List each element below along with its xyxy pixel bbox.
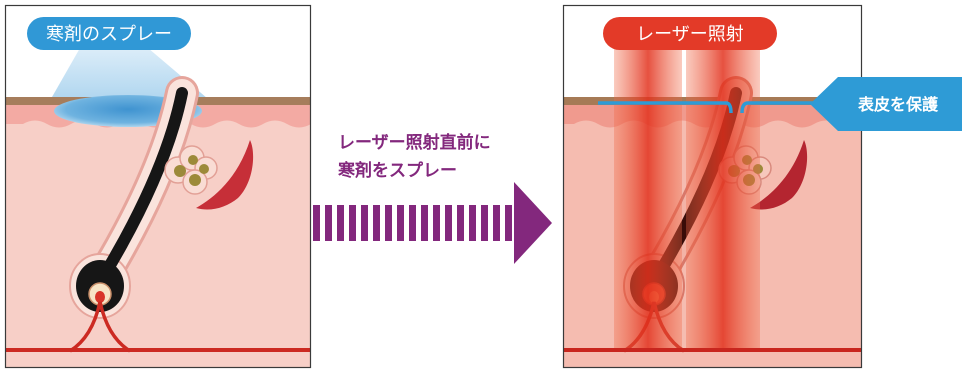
protection-callout: 表皮を保護	[810, 77, 962, 131]
epidermis-protection-line	[598, 101, 815, 114]
arrector-pili-muscle	[750, 140, 808, 210]
spray-label-pill	[27, 17, 191, 50]
protection-callout-text: 表皮を保護	[857, 95, 939, 114]
left-panel-border	[4, 4, 312, 369]
spray-label: 寒剤のスプレー	[27, 17, 191, 50]
laser-label: レーザー照射	[603, 17, 777, 50]
transition-caption-line1: レーザー照射直前に	[338, 132, 491, 153]
right-panel-border	[562, 4, 863, 369]
spray-label-text: 寒剤のスプレー	[46, 24, 172, 45]
transition-caption-line2: 寒剤をスプレー	[338, 160, 457, 181]
arrow-head	[514, 182, 552, 264]
papilla-core	[95, 291, 105, 303]
hair-follicle	[69, 76, 199, 319]
arrector-pili-muscle	[196, 140, 254, 210]
sebaceous-gland	[164, 145, 218, 195]
laser-beam-right	[686, 48, 760, 348]
protection-callout-arrow	[810, 77, 962, 131]
right-panel	[563, 5, 862, 368]
transition: レーザー照射直前に 寒剤をスプレー	[313, 132, 552, 264]
laser-label-pill	[603, 17, 777, 50]
blood-vessel-loop	[69, 301, 131, 353]
hair-shaft	[100, 87, 188, 278]
laser-label-text: レーザー照射	[636, 24, 744, 45]
laser-beam-left	[614, 48, 682, 348]
left-panel	[5, 5, 311, 368]
